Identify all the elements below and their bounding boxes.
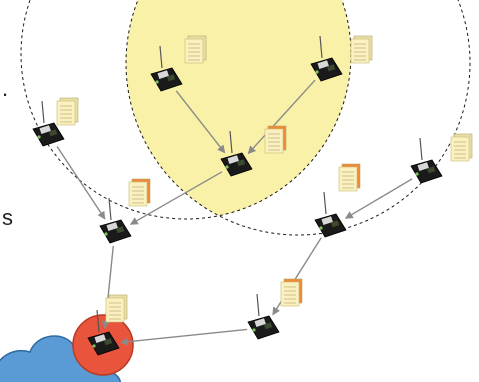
sensor-board-icon [410,137,443,184]
links-layer [56,79,413,346]
nodes-layer [32,35,473,356]
link-sensor-node-left-to-sensor-node-mid-left [56,146,106,220]
sink-node [87,294,128,356]
link-sensor-node-top-right-to-sensor-node-center [247,79,316,155]
sensor-board-icon [87,309,120,356]
sensor-node-top-right [310,35,373,82]
edge-text-top: . [2,76,9,101]
sensor-node-mid-right [314,163,361,238]
data-packet-icon [105,294,128,323]
sensor-board-icon [99,197,132,244]
sensor-board-icon [314,191,347,238]
sensor-node-lower-right [247,278,303,340]
link-sensor-node-right-to-sensor-node-mid-right [344,178,413,219]
sensor-board-icon [220,130,253,177]
data-packet-icon [450,133,473,162]
coverage-circle-right [125,0,471,236]
data-packet-icon [56,97,79,126]
data-packet-icon [184,35,207,64]
data-packet-highlighted-icon [128,178,151,207]
link-sensor-node-center-to-sensor-node-mid-left [129,171,223,225]
sensor-node-right [410,133,473,184]
sensor-board-icon [150,45,183,92]
data-packet-icon [350,35,373,64]
sensor-node-mid-left [99,178,151,244]
sensor-node-top-left [150,35,207,92]
edge-text-mid: s [2,205,13,230]
sensor-board-icon [32,100,65,147]
sensor-board-icon [247,293,280,340]
sensor-node-left [32,97,79,147]
coverage-overlap-region [126,0,351,219]
data-packet-highlighted-icon [264,125,287,154]
sensor-board-icon [310,35,343,82]
link-sensor-node-top-left-to-sensor-node-center [175,90,226,154]
data-packet-highlighted-icon [338,163,361,192]
link-sensor-node-lower-right-to-sink-node [119,328,248,346]
data-packet-highlighted-icon [280,278,303,307]
sensor-node-center [220,125,287,177]
